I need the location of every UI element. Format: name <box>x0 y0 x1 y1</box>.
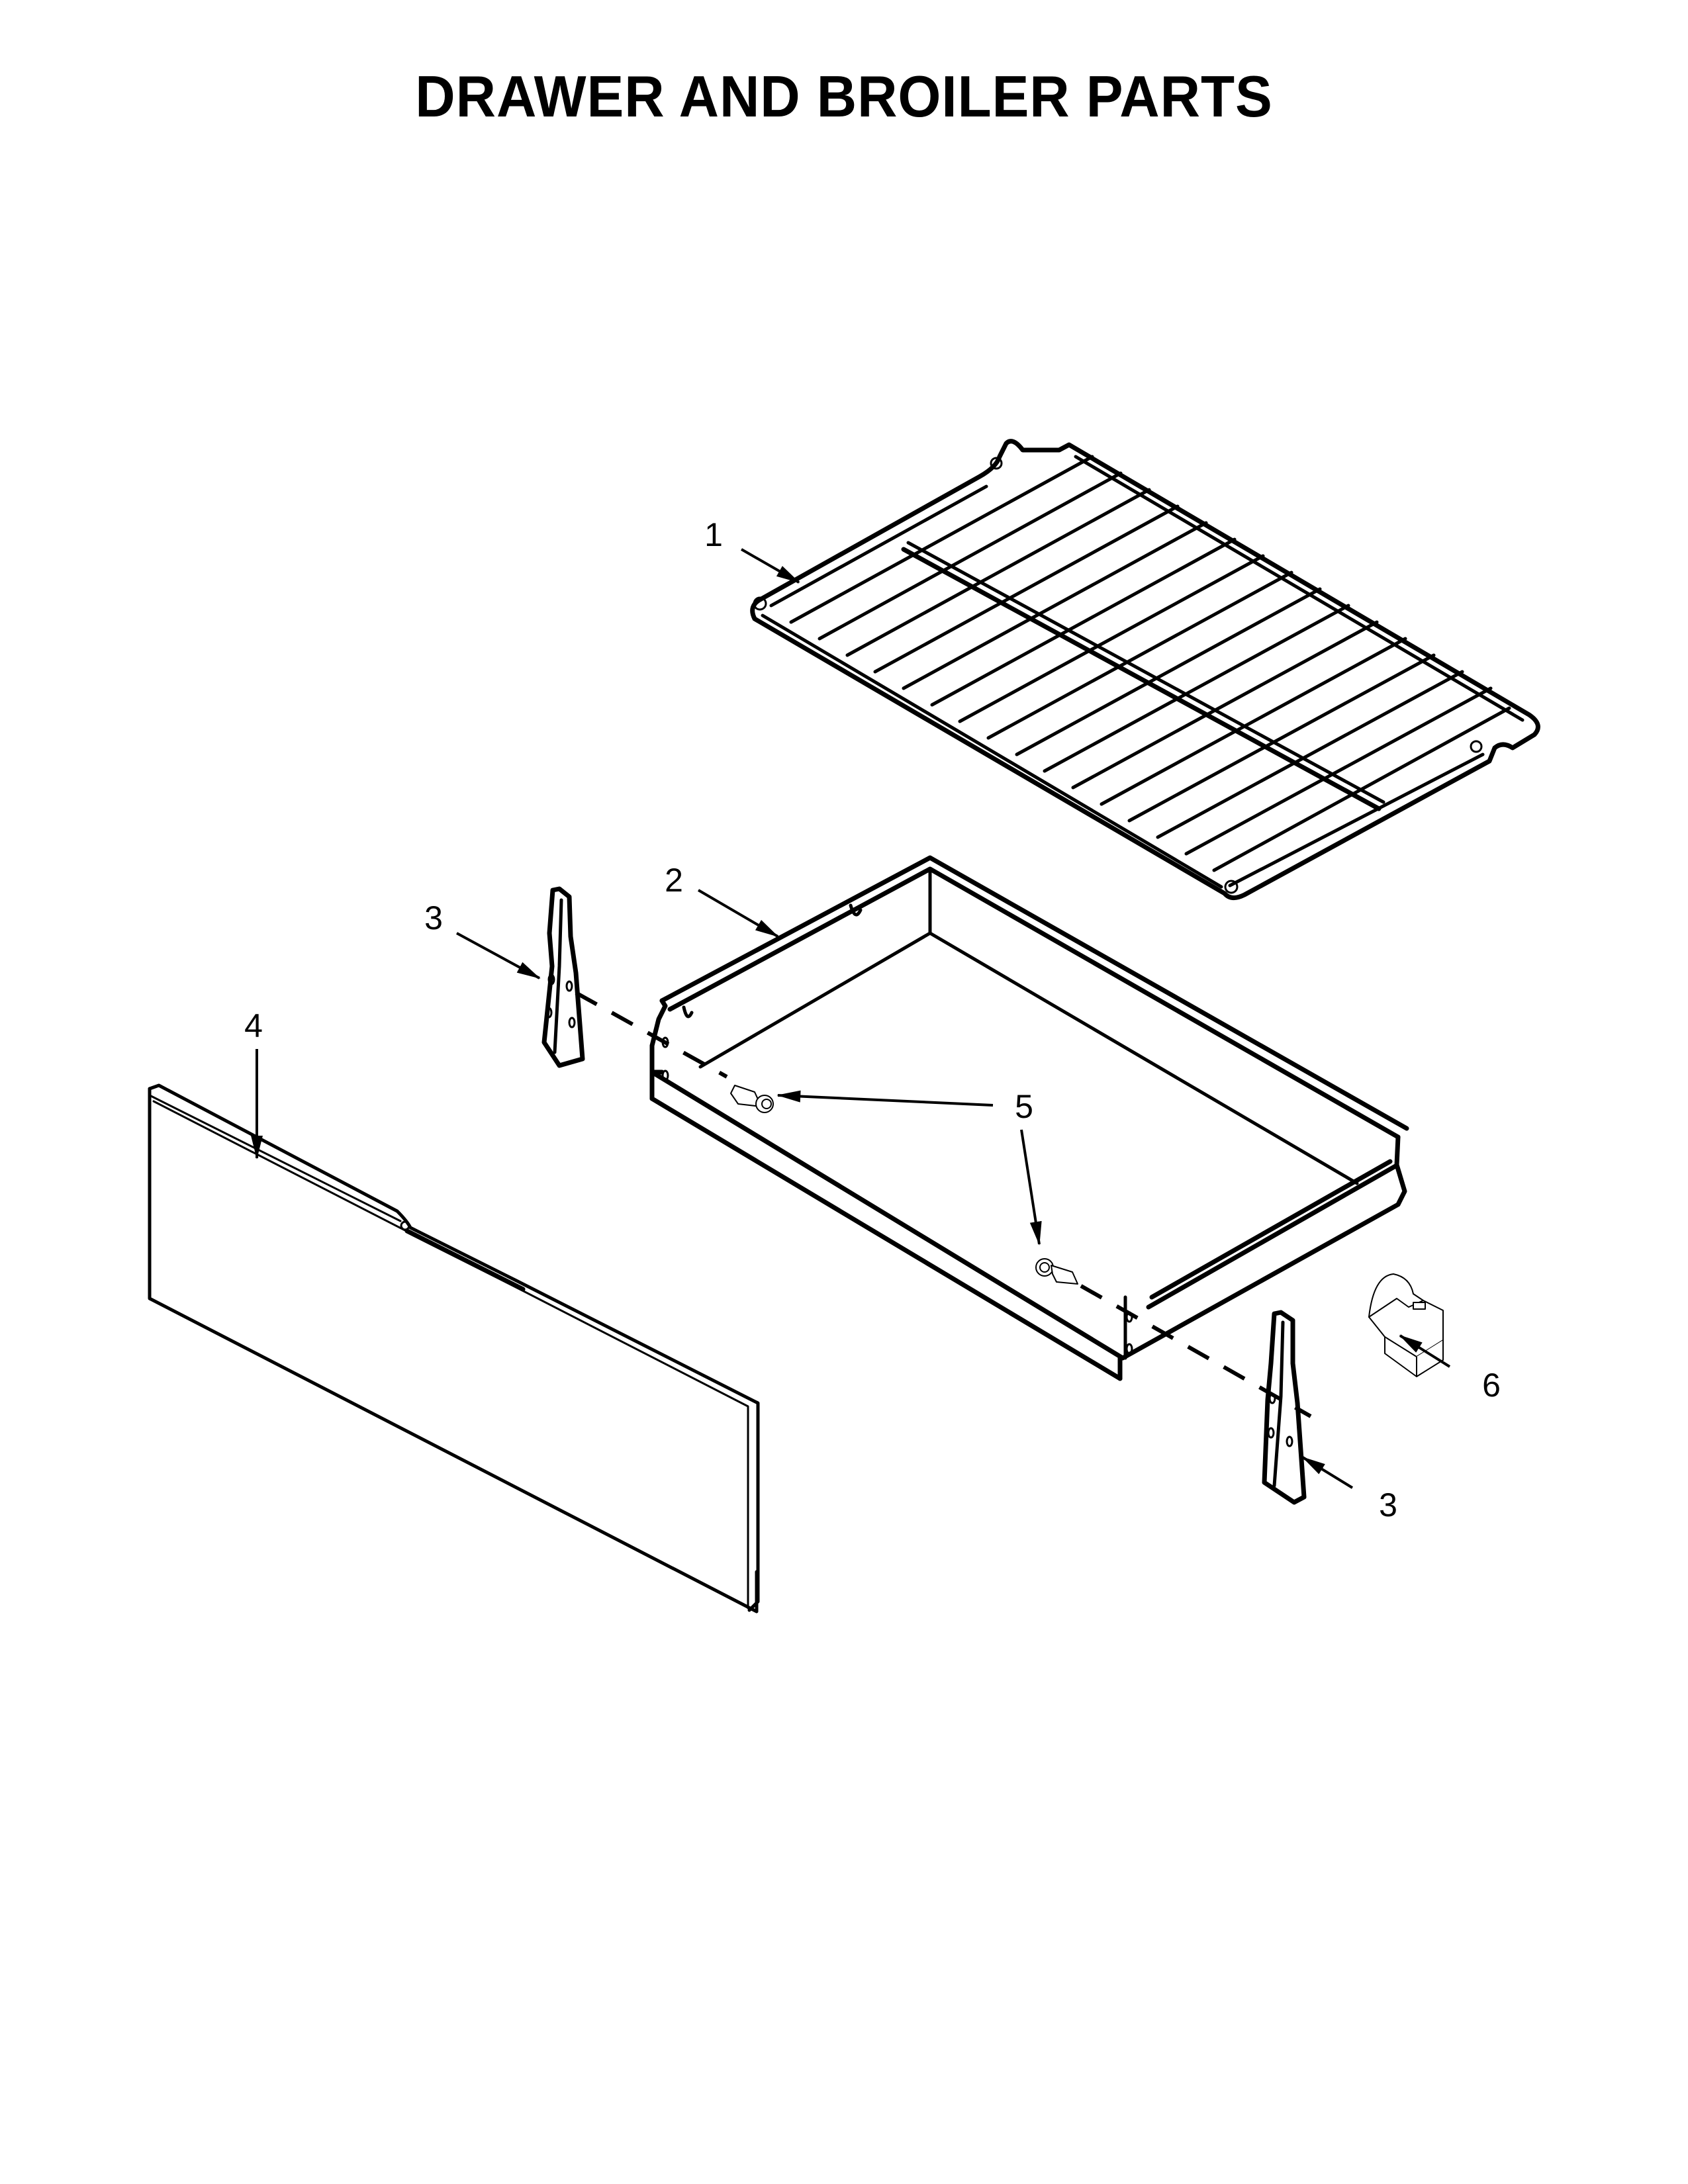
drawer-front-panel <box>148 1083 760 1614</box>
screw-left <box>730 1085 774 1113</box>
leader-2 <box>697 889 779 938</box>
callout-6: 6 <box>1482 1367 1501 1404</box>
drawer-box <box>649 855 1409 1381</box>
callout-1: 1 <box>704 516 723 553</box>
drawer-slide-left <box>541 886 585 1068</box>
leader-5b <box>1020 1129 1042 1246</box>
screw-right <box>1035 1258 1078 1285</box>
oven-rack <box>750 439 1540 900</box>
mount-line-right <box>1080 1284 1312 1418</box>
callout-3-right: 3 <box>1379 1486 1397 1524</box>
callout-3-left: 3 <box>424 899 443 936</box>
callout-4: 4 <box>244 1007 263 1044</box>
callout-5: 5 <box>1015 1088 1033 1125</box>
mount-line-left <box>575 991 728 1079</box>
callout-2: 2 <box>665 862 683 899</box>
leader-lines <box>251 548 1451 1489</box>
rack-wires <box>789 455 1511 872</box>
leader-1 <box>741 548 800 584</box>
leader-3-right <box>1301 1456 1354 1489</box>
leader-5a <box>776 1090 994 1107</box>
leader-6 <box>1399 1334 1451 1368</box>
page-title: DRAWER AND BROILER PARTS <box>415 64 1273 129</box>
connector-bracket <box>1368 1273 1444 1377</box>
drawer-slide-right <box>1262 1310 1307 1505</box>
leader-3-left <box>456 932 541 979</box>
